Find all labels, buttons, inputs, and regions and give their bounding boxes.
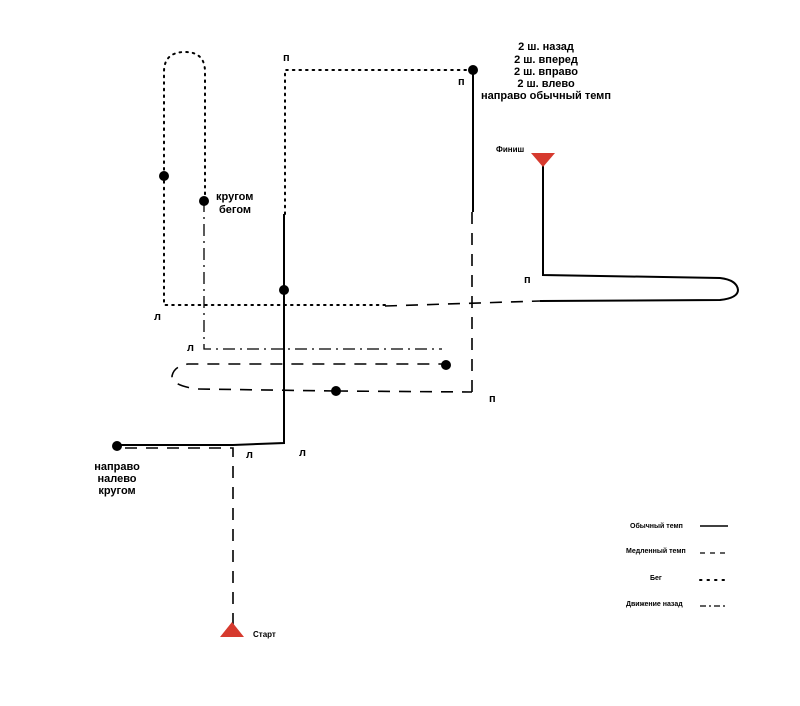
note-line: кругом <box>98 485 135 497</box>
note-run-turn: кругом бегом <box>216 191 253 216</box>
finish-label: Финиш <box>496 145 524 154</box>
legend-label: Медленный темп <box>626 547 686 555</box>
turn-left-label: л <box>187 342 194 354</box>
finish-path <box>539 158 740 302</box>
run-paths <box>163 50 474 306</box>
turn-left-label: л <box>246 449 253 461</box>
turn-right-label: п <box>489 393 496 405</box>
note-line: 2 ш. назад <box>518 41 574 53</box>
finish-marker-icon <box>531 153 555 167</box>
legend-label: Обычный темп <box>630 522 683 530</box>
legend-label: Бег <box>650 575 662 582</box>
backward-path <box>203 200 442 350</box>
note-line: направо обычный темп <box>481 90 611 102</box>
legend-label: Движение назад <box>626 601 683 608</box>
start-path <box>118 447 234 625</box>
start-marker-icon <box>220 622 244 637</box>
note-line: кругом <box>216 191 253 203</box>
normal-lower-path <box>118 290 285 446</box>
note-top-right: 2 ш. назад 2 ш. вперед 2 ш. вправо 2 ш. … <box>481 41 611 102</box>
turn-right-label: п <box>524 274 531 286</box>
note-line: налево <box>97 473 136 485</box>
slow-horizontal-path <box>384 300 541 307</box>
slow-loop-path <box>171 363 447 392</box>
note-line: 2 ш. вправо <box>514 66 578 78</box>
turn-left-label: л <box>154 311 161 323</box>
note-bottom-left: направо налево кругом <box>94 461 140 497</box>
note-line: 2 ш. вперед <box>514 54 578 66</box>
run-top-path <box>284 69 474 215</box>
waypoint-dot <box>441 360 451 370</box>
waypoint-dot <box>468 65 478 75</box>
turn-right-label: п <box>458 76 465 88</box>
waypoint-dot <box>331 386 341 396</box>
run-loop-path <box>163 50 386 306</box>
waypoints <box>112 65 478 451</box>
start-label: Старт <box>253 630 276 639</box>
normal-pace-paths <box>118 70 740 446</box>
waypoint-dot <box>112 441 122 451</box>
turn-labels: п п п п л л л л <box>154 52 531 461</box>
note-line: 2 ш. влево <box>517 78 575 90</box>
slow-return-path <box>335 390 473 393</box>
waypoint-dot <box>279 285 289 295</box>
note-line: бегом <box>219 204 251 216</box>
backward-paths <box>203 200 442 350</box>
turn-right-label: п <box>283 52 290 64</box>
legend: Обычный темп Медленный темп Бег Движение… <box>626 522 729 608</box>
waypoint-dot <box>199 196 209 206</box>
slow-pace-paths <box>118 210 541 625</box>
waypoint-dot <box>159 171 169 181</box>
turn-left-label: л <box>299 447 306 459</box>
note-line: направо <box>94 461 140 473</box>
